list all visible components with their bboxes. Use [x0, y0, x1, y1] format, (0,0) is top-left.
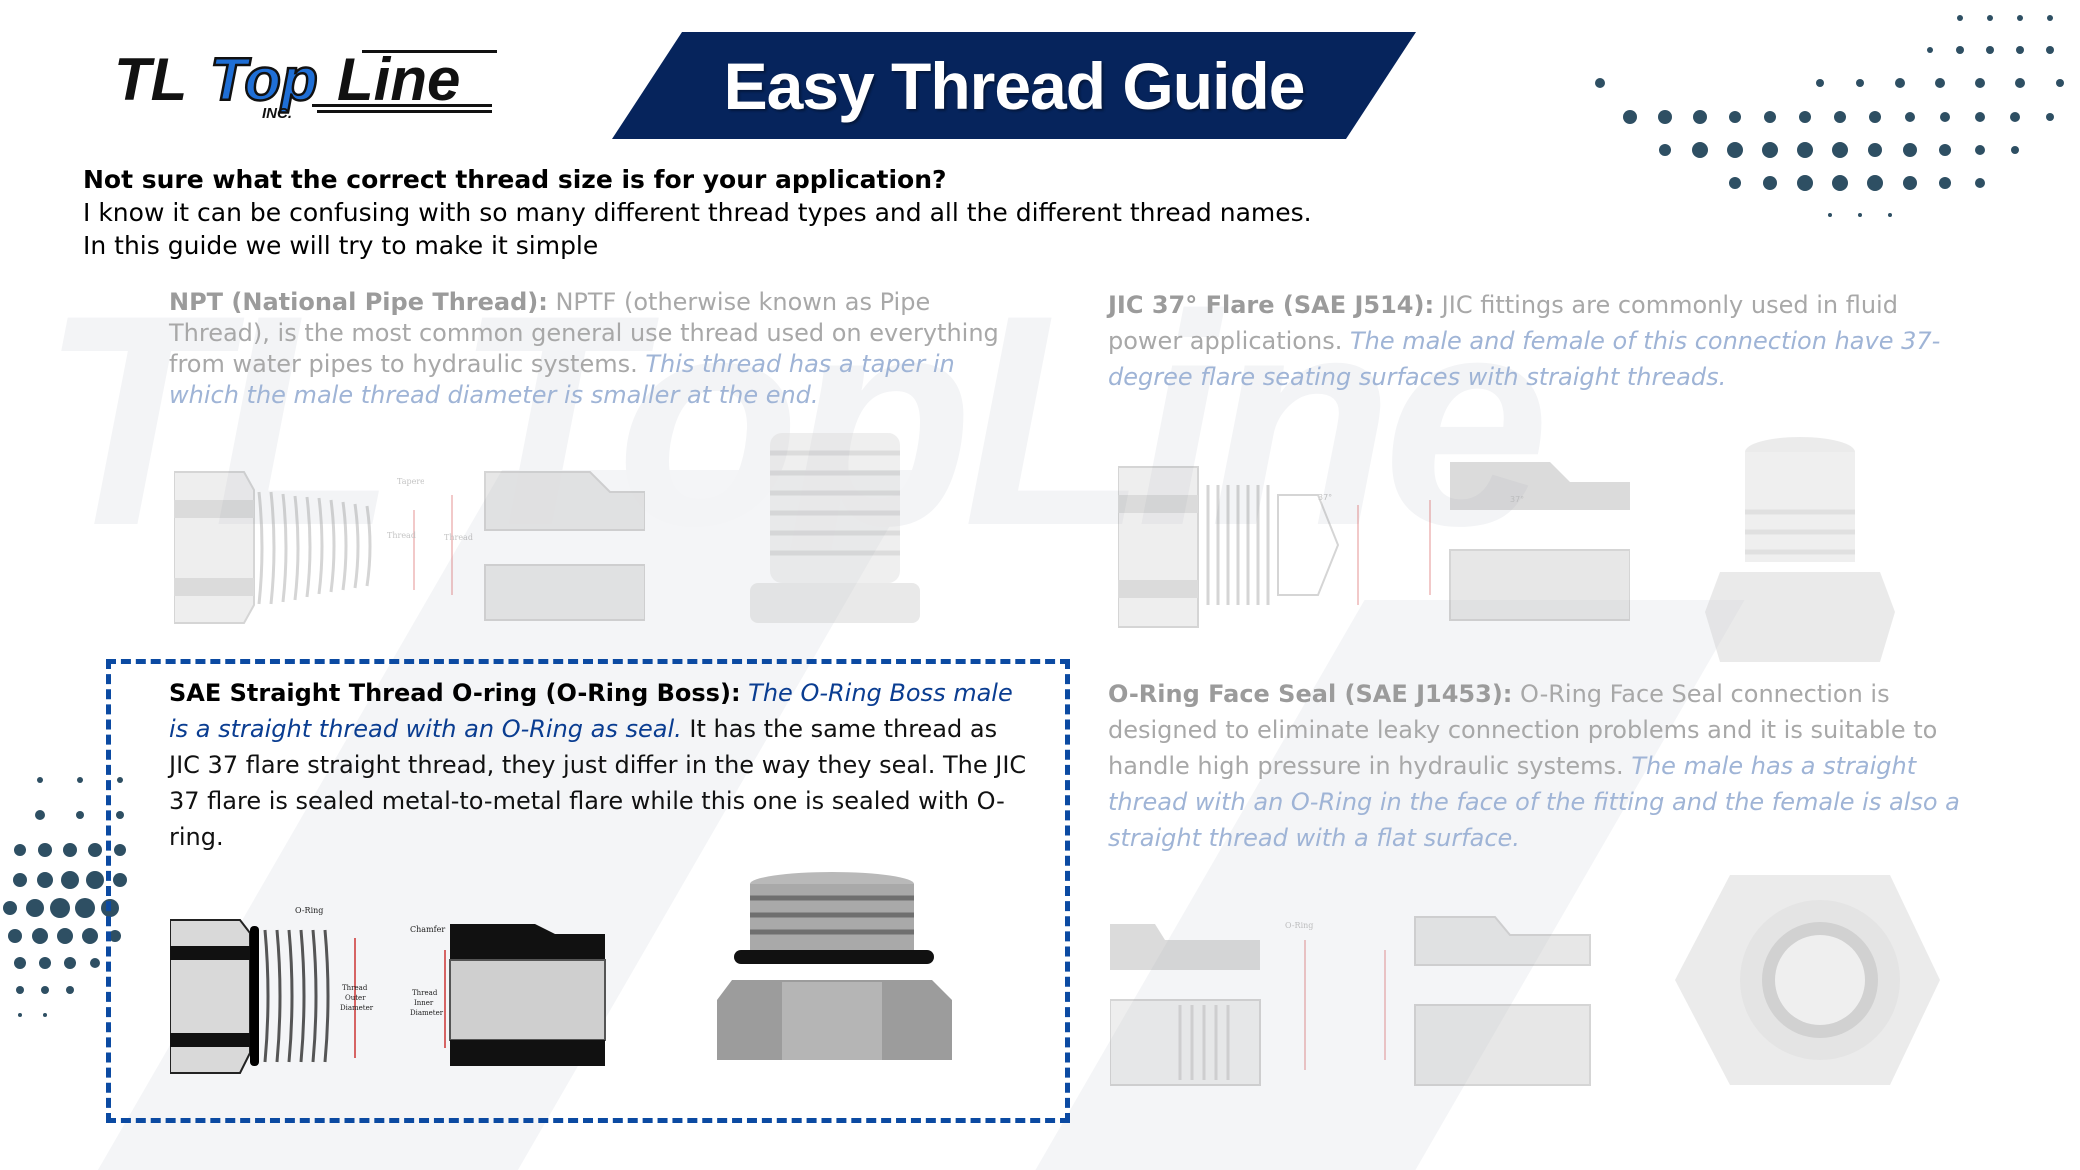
diagram-label-chamfer: Chamfer	[410, 925, 445, 934]
section-jic: JIC 37° Flare (SAE J514): JIC fittings a…	[1108, 287, 1958, 395]
diagram-label-oring: O-Ring	[1285, 921, 1313, 930]
jic-male-diagram: 37°	[1118, 466, 1359, 628]
npt-male-diagram: Thread Tapered	[174, 471, 424, 624]
diagram-label: Diameter	[340, 1004, 374, 1012]
section-sae-oring-boss: SAE Straight Thread O-ring (O-Ring Boss)…	[169, 675, 1029, 855]
diagram-label: Thread	[444, 533, 473, 542]
topline-logo: TL Top Line INC.	[114, 48, 497, 120]
diagram-label: Inner	[414, 999, 434, 1007]
decorative-dots	[3, 777, 127, 1017]
orfs-fitting-photo	[1675, 875, 1940, 1085]
diagram-label-oring: O-Ring	[295, 906, 323, 915]
diagram-label: Thread	[342, 984, 368, 992]
sae-male-diagram: O-Ring Thread Outer Diameter	[170, 906, 374, 1074]
sae-fitting-photo	[717, 872, 952, 1060]
section-lead: O-Ring Face Seal (SAE J1453):	[1108, 680, 1513, 708]
intro-line: In this guide we will try to make it sim…	[83, 231, 599, 260]
logo-top-text: Top	[210, 48, 318, 113]
section-body: NPTF (otherwise known as Pipe Thread), i…	[169, 288, 999, 378]
diagram-label: Thread	[412, 989, 438, 997]
section-lead: JIC 37° Flare (SAE J514):	[1108, 291, 1435, 319]
intro: Not sure what the correct thread size is…	[83, 163, 1383, 262]
intro-line: I know it can be confusing with so many …	[83, 198, 1312, 227]
logo-tl-text: TL	[114, 48, 187, 113]
logo-inc-text: INC.	[262, 105, 292, 120]
section-npt: NPT (National Pipe Thread): NPTF (otherw…	[169, 287, 1024, 411]
section-orfs: O-Ring Face Seal (SAE J1453): O-Ring Fac…	[1108, 676, 1978, 856]
section-lead: NPT (National Pipe Thread):	[169, 288, 548, 316]
diagram-label: Diameter	[410, 1009, 444, 1017]
sae-female-diagram: Chamfer Thread Inner Diameter	[410, 924, 606, 1066]
page-title: Easy Thread Guide	[723, 48, 1306, 123]
npt-fitting-photo	[750, 433, 920, 623]
orfs-female-diagram	[1384, 916, 1591, 1086]
section-body: JIC fittings are commonly used in fluid …	[1108, 291, 1898, 355]
section-emphasis: This thread has a taper in which the mal…	[169, 350, 955, 409]
intro-question: Not sure what the correct thread size is…	[83, 165, 947, 194]
decorative-dots	[1595, 15, 2064, 217]
diagram-label: Outer	[345, 994, 366, 1002]
orfs-male-diagram: O-Ring	[1110, 921, 1313, 1086]
section-emphasis: The male and female of this connection h…	[1108, 327, 1941, 391]
highlighted-section-border	[106, 659, 1070, 1123]
section-lead: SAE Straight Thread O-ring (O-Ring Boss)…	[169, 679, 741, 707]
title-banner	[612, 32, 1416, 139]
npt-female-diagram: Thread	[444, 471, 645, 621]
background-watermark: TL TopLine	[40, 290, 1550, 550]
jic-fitting-photo	[1705, 437, 1895, 662]
section-body: O-Ring Face Seal connection is designed …	[1108, 680, 1938, 780]
section-emphasis: The O-Ring Boss male is a straight threa…	[169, 679, 1013, 743]
diagram-label: 37°	[1510, 495, 1524, 504]
diagram-label: Thread	[387, 531, 416, 540]
jic-female-diagram: 37°	[1429, 462, 1630, 621]
diagram-label: Tapered	[397, 477, 424, 486]
section-emphasis: The male has a straight thread with an O…	[1108, 752, 1960, 852]
diagram-label: 37°	[1318, 493, 1332, 502]
section-body: It has the same thread as JIC 37 flare s…	[169, 715, 1027, 851]
logo-line-text: Line	[337, 48, 460, 113]
